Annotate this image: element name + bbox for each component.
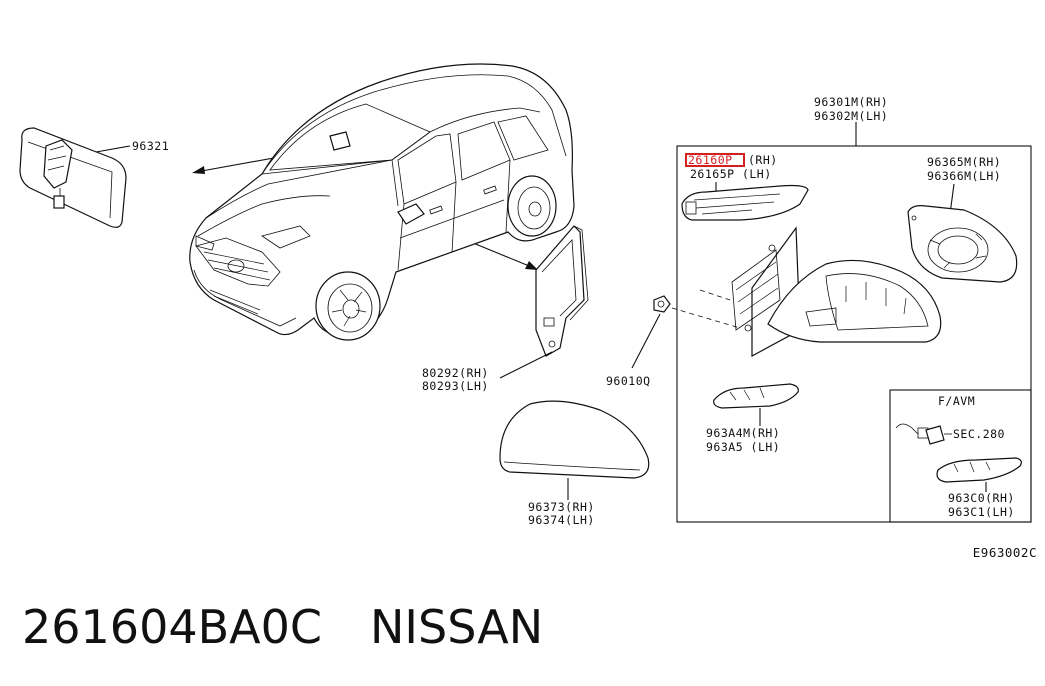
car-illustration — [189, 63, 575, 341]
label-96366m: 96366M(LH) — [927, 169, 1001, 183]
arrow-head-left — [192, 166, 205, 174]
brand-name: NISSAN — [370, 600, 544, 654]
label-96374: 96374(LH) — [528, 513, 595, 527]
label-26160p: 26160P — [688, 153, 733, 167]
nut-part — [653, 295, 671, 313]
highlight-box — [685, 153, 745, 167]
label-963a5: 963A5 (LH) — [706, 440, 780, 454]
label-80292: 80292(RH) — [422, 366, 489, 380]
label-favm: F/AVM — [938, 394, 975, 408]
dash-base — [699, 289, 731, 301]
mirror-glass-part — [907, 205, 1018, 283]
footer-caption: 261604BA0C NISSAN — [22, 600, 543, 654]
mirror-finisher-part — [535, 225, 589, 357]
diagram-code: E963002C — [972, 545, 1037, 560]
turn-signal-lamp-part — [681, 184, 809, 221]
label-sec280: SEC.280 — [953, 427, 1005, 441]
label-963c1: 963C1(LH) — [948, 505, 1015, 519]
label-96010q: 96010Q — [606, 374, 651, 388]
label-963c0: 963C0(RH) — [948, 491, 1015, 505]
label-96301m: 96301M(RH) — [814, 95, 888, 109]
part-number: 261604BA0C — [22, 600, 323, 654]
label-26160p-side: (RH) — [748, 153, 778, 167]
cover-strip-part — [713, 383, 799, 409]
label-26165p: 26165P (LH) — [690, 167, 772, 181]
arrow-head-right — [525, 261, 538, 270]
label-96302m: 96302M(LH) — [814, 109, 888, 123]
camera-harness-part — [895, 423, 952, 445]
leader-80292 — [499, 351, 553, 379]
label-96365m: 96365M(RH) — [927, 155, 1001, 169]
dash-nut — [671, 307, 741, 329]
label-80293: 80293(LH) — [422, 379, 489, 393]
leader-96010q — [631, 313, 661, 369]
assembly-box — [676, 145, 1032, 523]
label-96321: 96321 — [132, 139, 169, 153]
favm-strip-part — [936, 457, 1022, 483]
label-963a4m: 963A4M(RH) — [706, 426, 780, 440]
mirror-housing-part — [767, 259, 942, 343]
mirror-cap-part — [499, 400, 650, 479]
label-96373: 96373(RH) — [528, 500, 595, 514]
leader-96321 — [95, 145, 131, 153]
favm-box — [889, 389, 1032, 523]
rear-view-mirror-part — [19, 127, 127, 228]
